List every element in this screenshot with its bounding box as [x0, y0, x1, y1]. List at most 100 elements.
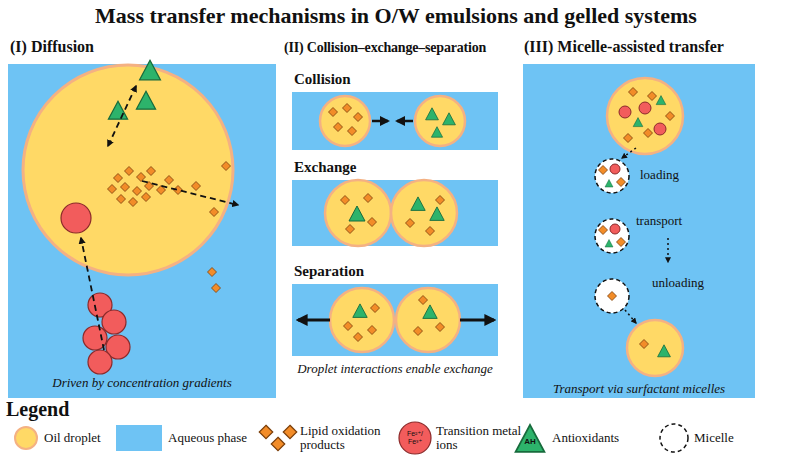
micelle	[595, 159, 629, 193]
panel-caption: Driven by concentration gradients	[8, 376, 276, 391]
panel-heading: (III) Micelle-assisted transfer	[524, 38, 724, 56]
oxidation-product	[114, 174, 123, 183]
oxidation-product	[129, 198, 138, 207]
oxidation-product	[354, 333, 363, 342]
antioxidant	[658, 345, 671, 357]
oxidation-product	[640, 340, 649, 349]
oxidation-product	[624, 134, 633, 143]
antioxidant	[605, 240, 613, 248]
oxidation-product	[371, 304, 380, 313]
oxidation-product	[121, 183, 130, 192]
antioxidant	[349, 206, 365, 221]
diagram-title: Mass transfer mechanisms in O/W emulsion…	[0, 3, 792, 28]
oxidation-product	[348, 127, 357, 136]
antioxidant	[353, 304, 367, 318]
panel-heading: (I) Diffusion	[10, 38, 94, 56]
antioxidant	[605, 180, 613, 188]
oxidation-product	[137, 173, 146, 182]
legend-text: Aqueous phase	[168, 431, 247, 445]
legend-text: Antioxidants	[552, 431, 619, 445]
oil-droplet	[607, 78, 683, 154]
oxidation-product	[344, 322, 353, 331]
metal-ion	[619, 106, 631, 118]
oxidation-product	[192, 182, 201, 191]
oxidation-product	[329, 108, 338, 117]
oxidation-product	[436, 323, 445, 332]
antioxidant	[136, 91, 155, 109]
oxidation-product	[334, 123, 343, 132]
legend-sample	[660, 424, 688, 452]
antioxidant-symbol: AH	[522, 437, 538, 446]
oxidation-product	[133, 187, 142, 196]
legend-text: Lipid oxidation products	[300, 424, 395, 452]
oxidation-product	[108, 185, 117, 194]
legend-heading: Legend	[6, 398, 69, 421]
metal-ion	[61, 203, 91, 233]
oxidation-product	[165, 176, 174, 185]
oxidation-product	[368, 326, 377, 335]
oxidation-product	[414, 327, 423, 336]
oxidation-product	[142, 193, 151, 202]
antioxidant	[426, 108, 439, 120]
metal-ion	[654, 123, 666, 135]
antioxidant	[108, 101, 127, 119]
oxidation-product	[210, 208, 219, 217]
step-label: unloading	[652, 276, 704, 291]
antioxidant	[430, 207, 444, 221]
oxidation-product	[599, 226, 608, 235]
motion-arrow	[298, 319, 330, 322]
step-label: transport	[636, 214, 682, 229]
panel-caption: Droplet interactions enable exchange	[292, 362, 498, 377]
oxidation-product	[343, 104, 352, 113]
metal-ion	[610, 224, 620, 234]
diffusion-arrow	[108, 86, 136, 146]
micelle	[595, 279, 629, 313]
diffusion-arrow	[142, 181, 238, 205]
legend-swatch	[14, 426, 38, 450]
oil-droplet	[391, 180, 457, 246]
oxidation-product	[222, 162, 231, 171]
ion-symbol: Fe²⁺/ Fe³⁺	[403, 430, 427, 446]
oil-droplet	[415, 96, 465, 146]
stage-heading: Collision	[294, 71, 351, 88]
antioxidant	[633, 118, 643, 127]
panel-caption: Transport via surfactant micelles	[523, 382, 755, 397]
oxidation-product	[617, 238, 626, 247]
motion-arrow	[372, 120, 388, 123]
oxidation-product	[354, 113, 363, 122]
oxidation-product	[608, 292, 617, 301]
oxidation-product	[419, 296, 428, 305]
oxidation-product	[346, 225, 355, 234]
oxidation-product	[599, 166, 608, 175]
legend-text: Oil droplet	[44, 431, 101, 445]
oil-droplet	[627, 320, 683, 376]
motion-arrow	[460, 319, 494, 322]
legend-text: Transition metal ions	[436, 424, 536, 452]
oxidation-product	[368, 218, 377, 227]
metal-ion	[639, 102, 651, 114]
legend-text: Micelle	[694, 431, 734, 445]
legend-sample	[283, 425, 297, 439]
oil-droplet	[23, 65, 233, 275]
oxidation-product	[341, 196, 350, 205]
oxidation-product	[426, 227, 435, 236]
oxidation-product	[617, 178, 626, 187]
stage-heading: Separation	[294, 263, 364, 280]
oxidation-product	[364, 194, 373, 203]
step-label: loading	[640, 168, 679, 183]
oil-droplet	[330, 288, 394, 352]
oxidation-product	[648, 92, 657, 101]
oxidation-product	[666, 112, 675, 121]
metal-ion	[610, 164, 620, 174]
panel-heading: (II) Collision–exchange–separation	[284, 40, 486, 56]
metal-ion	[102, 310, 126, 334]
stage-heading: Exchange	[294, 159, 357, 176]
motion-arrow	[397, 120, 413, 123]
legend-sample	[399, 422, 431, 454]
legend-sample	[259, 425, 273, 439]
antioxidant	[411, 197, 425, 211]
oxidation-product	[117, 195, 126, 204]
oxidation-product	[629, 88, 638, 97]
legend-swatch	[116, 425, 162, 451]
